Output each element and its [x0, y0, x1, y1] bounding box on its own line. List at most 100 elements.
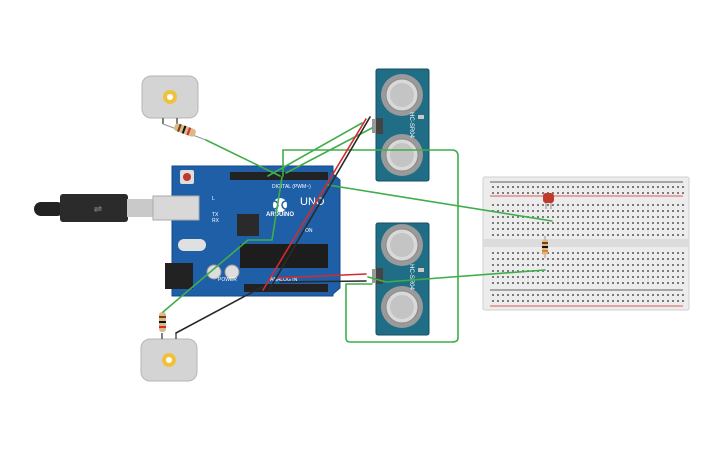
breadboard-hole [682, 210, 684, 212]
breadboard-hole [512, 276, 514, 278]
breadboard-hole [602, 282, 604, 284]
breadboard-hole [592, 270, 594, 272]
breadboard-hole [577, 222, 579, 224]
breadboard-hole [642, 234, 644, 236]
breadboard-hole [582, 270, 584, 272]
breadboard-hole [527, 204, 529, 206]
breadboard-hole [617, 276, 619, 278]
breadboard-hole [492, 258, 494, 260]
breadboard-hole [567, 300, 569, 302]
breadboard-hole [617, 228, 619, 230]
breadboard-hole [582, 222, 584, 224]
breadboard-hole [497, 264, 499, 266]
led-tx-label: TX [212, 212, 219, 218]
breadboard-hole [652, 204, 654, 206]
breadboard-hole [682, 300, 684, 302]
breadboard-hole [652, 300, 654, 302]
power-label: POWER [218, 277, 237, 283]
breadboard-hole [612, 210, 614, 212]
breadboard-hole [542, 192, 544, 194]
breadboard-hole [597, 294, 599, 296]
breadboard-hole [627, 276, 629, 278]
breadboard-hole [552, 252, 554, 254]
wire-red [262, 118, 367, 291]
analog-in-label: ANALOG IN [270, 277, 298, 283]
breadboard-hole [652, 294, 654, 296]
breadboard-hole [627, 294, 629, 296]
breadboard-hole [642, 204, 644, 206]
breadboard-hole [597, 258, 599, 260]
breadboard-hole [677, 264, 679, 266]
breadboard-hole [677, 216, 679, 218]
breadboard-hole [632, 258, 634, 260]
breadboard-hole [512, 300, 514, 302]
breadboard-hole [662, 192, 664, 194]
sensor-label: HC-SR04 [408, 112, 414, 138]
breadboard-hole [532, 234, 534, 236]
breadboard-hole [592, 222, 594, 224]
breadboard-hole [507, 264, 509, 266]
breadboard-hole [672, 186, 674, 188]
breadboard-hole [677, 228, 679, 230]
led-l-label: L [212, 196, 215, 202]
breadboard-hole [532, 300, 534, 302]
breadboard-hole [532, 210, 534, 212]
breadboard-hole [567, 276, 569, 278]
breadboard-hole [642, 270, 644, 272]
breadboard-hole [552, 204, 554, 206]
breadboard-hole [557, 216, 559, 218]
breadboard-hole [632, 186, 634, 188]
led-on-label: ON [305, 228, 313, 234]
breadboard-hole [577, 270, 579, 272]
breadboard-hole [527, 222, 529, 224]
breadboard-hole [667, 252, 669, 254]
breadboard-hole [557, 186, 559, 188]
breadboard-hole [527, 264, 529, 266]
breadboard-hole [497, 204, 499, 206]
breadboard-hole [617, 192, 619, 194]
breadboard-hole [662, 294, 664, 296]
breadboard-hole [527, 282, 529, 284]
breadboard-hole [667, 228, 669, 230]
breadboard-hole [537, 282, 539, 284]
breadboard-hole [627, 270, 629, 272]
breadboard-hole [572, 222, 574, 224]
breadboard-hole [617, 270, 619, 272]
breadboard-hole [632, 270, 634, 272]
breadboard-hole [582, 282, 584, 284]
breadboard-hole [582, 258, 584, 260]
breadboard-hole [667, 186, 669, 188]
breadboard-hole [682, 252, 684, 254]
breadboard-hole [662, 204, 664, 206]
breadboard-hole [632, 228, 634, 230]
wire-green [205, 139, 281, 177]
arduino-logo-icon [273, 198, 287, 212]
breadboard-hole [672, 222, 674, 224]
breadboard-hole [667, 282, 669, 284]
breadboard-hole [627, 216, 629, 218]
breadboard-hole [532, 258, 534, 260]
wire-black [175, 286, 263, 334]
breadboard-hole [532, 192, 534, 194]
breadboard-hole [512, 186, 514, 188]
breadboard-hole [552, 264, 554, 266]
arduino-brand: ARDUINO [266, 212, 294, 218]
breadboard-hole [627, 252, 629, 254]
breadboard-hole [537, 258, 539, 260]
breadboard-hole [617, 204, 619, 206]
breadboard-hole [677, 222, 679, 224]
breadboard-hole [587, 300, 589, 302]
breadboard-hole [522, 282, 524, 284]
breadboard-hole [632, 300, 634, 302]
breadboard-hole [517, 252, 519, 254]
breadboard-hole [667, 276, 669, 278]
breadboard-hole [592, 282, 594, 284]
breadboard-hole [567, 222, 569, 224]
breadboard-hole [612, 282, 614, 284]
breadboard-hole [582, 234, 584, 236]
breadboard-hole [677, 270, 679, 272]
breadboard-hole [627, 258, 629, 260]
breadboard-hole [607, 204, 609, 206]
breadboard-hole [567, 186, 569, 188]
